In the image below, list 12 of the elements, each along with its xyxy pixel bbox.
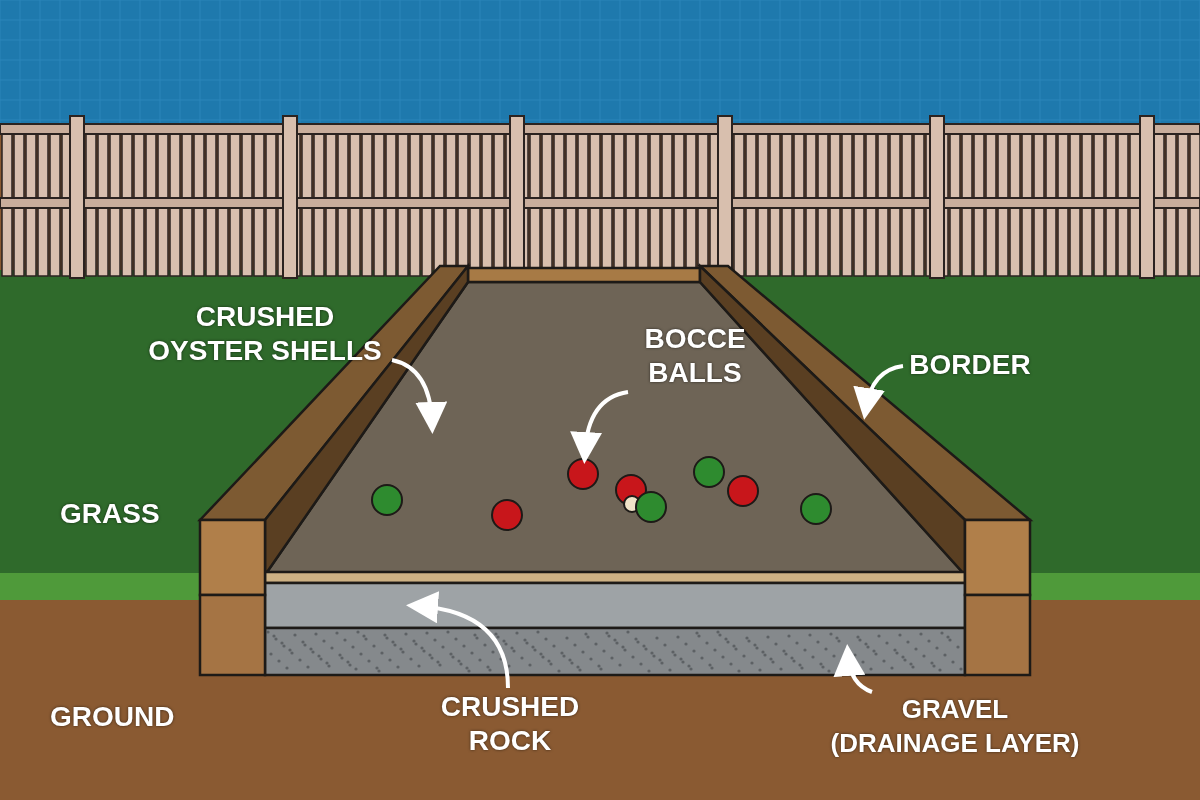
leader-arrow xyxy=(406,592,510,689)
area-label: GRASS xyxy=(60,497,160,531)
callout-label: BORDER xyxy=(905,348,1035,382)
callout-label: BOCCE BALLS xyxy=(630,322,760,390)
leader-arrow xyxy=(834,644,873,694)
callout-label: CRUSHED OYSTER SHELLS xyxy=(140,300,390,368)
leader-arrow xyxy=(391,358,447,434)
leader-arrow xyxy=(854,364,904,420)
callout-label: CRUSHED ROCK xyxy=(425,690,595,758)
leader-arrow xyxy=(570,390,629,464)
callout-label: GRAVEL (DRAINAGE LAYER) xyxy=(830,692,1080,760)
area-label: GROUND xyxy=(50,700,175,734)
